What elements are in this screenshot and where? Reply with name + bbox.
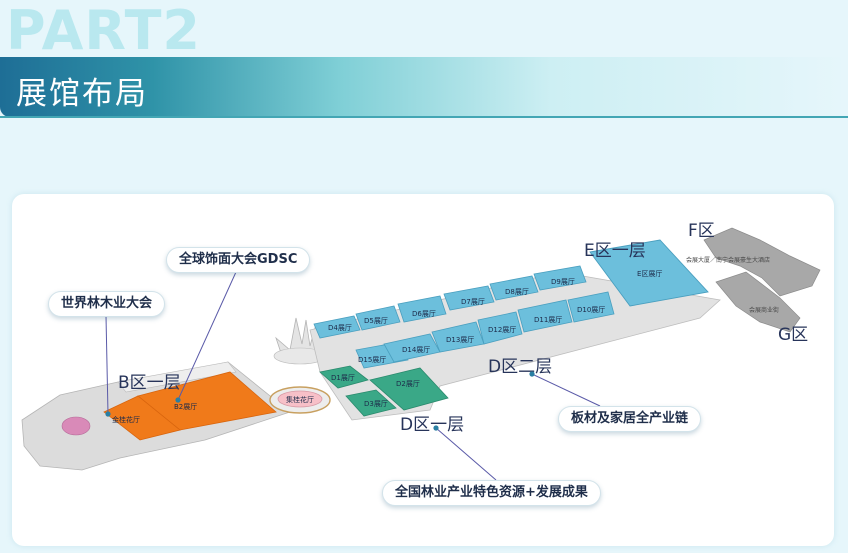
hall-d12[interactable] [477,311,523,345]
label-building-hotel: 会展大厦／南宁会展豪生大酒店 [686,256,770,264]
callout-forestry[interactable]: 世界林木业大会 [48,291,166,317]
marker-forestry [105,411,111,417]
label-hall-d2: D2展厅 [396,380,420,388]
leader-panels [531,373,601,407]
label-hall-d13: D13展厅 [446,336,474,344]
zone-label-b1: B区一层 [118,373,181,393]
hall-d5[interactable] [355,305,401,331]
section-banner [0,57,848,117]
label-building-commercial: 会展商业街 [749,306,779,314]
hall-d10[interactable] [567,291,615,323]
label-hall-d15: D15展厅 [358,356,386,364]
hall-d8[interactable] [489,275,539,301]
leader-gdsc [177,271,237,401]
label-hall-d11: D11展厅 [534,316,562,324]
building-hotel [703,227,821,297]
hall-d11[interactable] [517,299,573,333]
hall-jigui[interactable] [277,390,323,408]
label-hall-d9: D9展厅 [551,278,575,286]
zone-label-f: F区 [688,221,715,241]
label-hall-d1: D1展厅 [331,374,355,382]
label-hall-d8: D8展厅 [505,288,529,296]
zone-label-e1: E区一层 [584,241,646,261]
hall-d7[interactable] [443,285,495,311]
marker-resources [433,425,439,431]
label-hall-d7: D7展厅 [461,298,485,306]
zone-label-g: G区 [778,325,808,345]
zone-label-d1: D区一层 [400,415,464,435]
b-zone-dome [61,416,91,436]
callout-panels[interactable]: 板材及家居全产业链 [558,406,702,432]
callout-resources[interactable]: 全国林业产业特色资源+发展成果 [382,480,601,506]
callout-gdsc[interactable]: 全球饰面大会GDSC [166,247,311,273]
hall-d6[interactable] [397,295,447,323]
hall-e[interactable] [589,239,709,307]
hall-d3[interactable] [345,389,397,417]
building-commercial [715,271,801,333]
label-hall-d10: D10展厅 [577,306,605,314]
hall-d4[interactable] [313,315,361,339]
label-hall-d3: D3展厅 [364,400,388,408]
leader-forestry [105,315,109,415]
hall-d9[interactable] [533,265,587,291]
label-hall-d12: D12展厅 [488,326,516,334]
hall-d1[interactable] [319,365,369,389]
b-zone-roof-edge [117,361,237,393]
label-hall-e: E区展厅 [637,270,662,278]
label-hall-d4: D4展厅 [328,324,352,332]
label-hall-d6: D6展厅 [412,310,436,318]
label-hall-d5: D5展厅 [364,317,388,325]
leader-resources [435,427,497,481]
hall-d2[interactable] [369,367,449,411]
marker-gdsc [175,397,181,403]
banner-divider [0,116,848,118]
label-hall-b2: B2展厅 [174,403,197,411]
label-hall-jinqiu: 金桂花厅 [112,415,140,424]
label-hall-d14: D14展厅 [402,346,430,354]
label-hall-jigui: 集桂花厅 [286,395,314,404]
marker-panels [529,371,535,377]
section-title: 展馆布局 [16,76,148,112]
part-number-title: PART2 [6,0,201,62]
zone-label-d2: D区二层 [488,357,552,377]
hall-jinqiu[interactable] [103,395,181,441]
